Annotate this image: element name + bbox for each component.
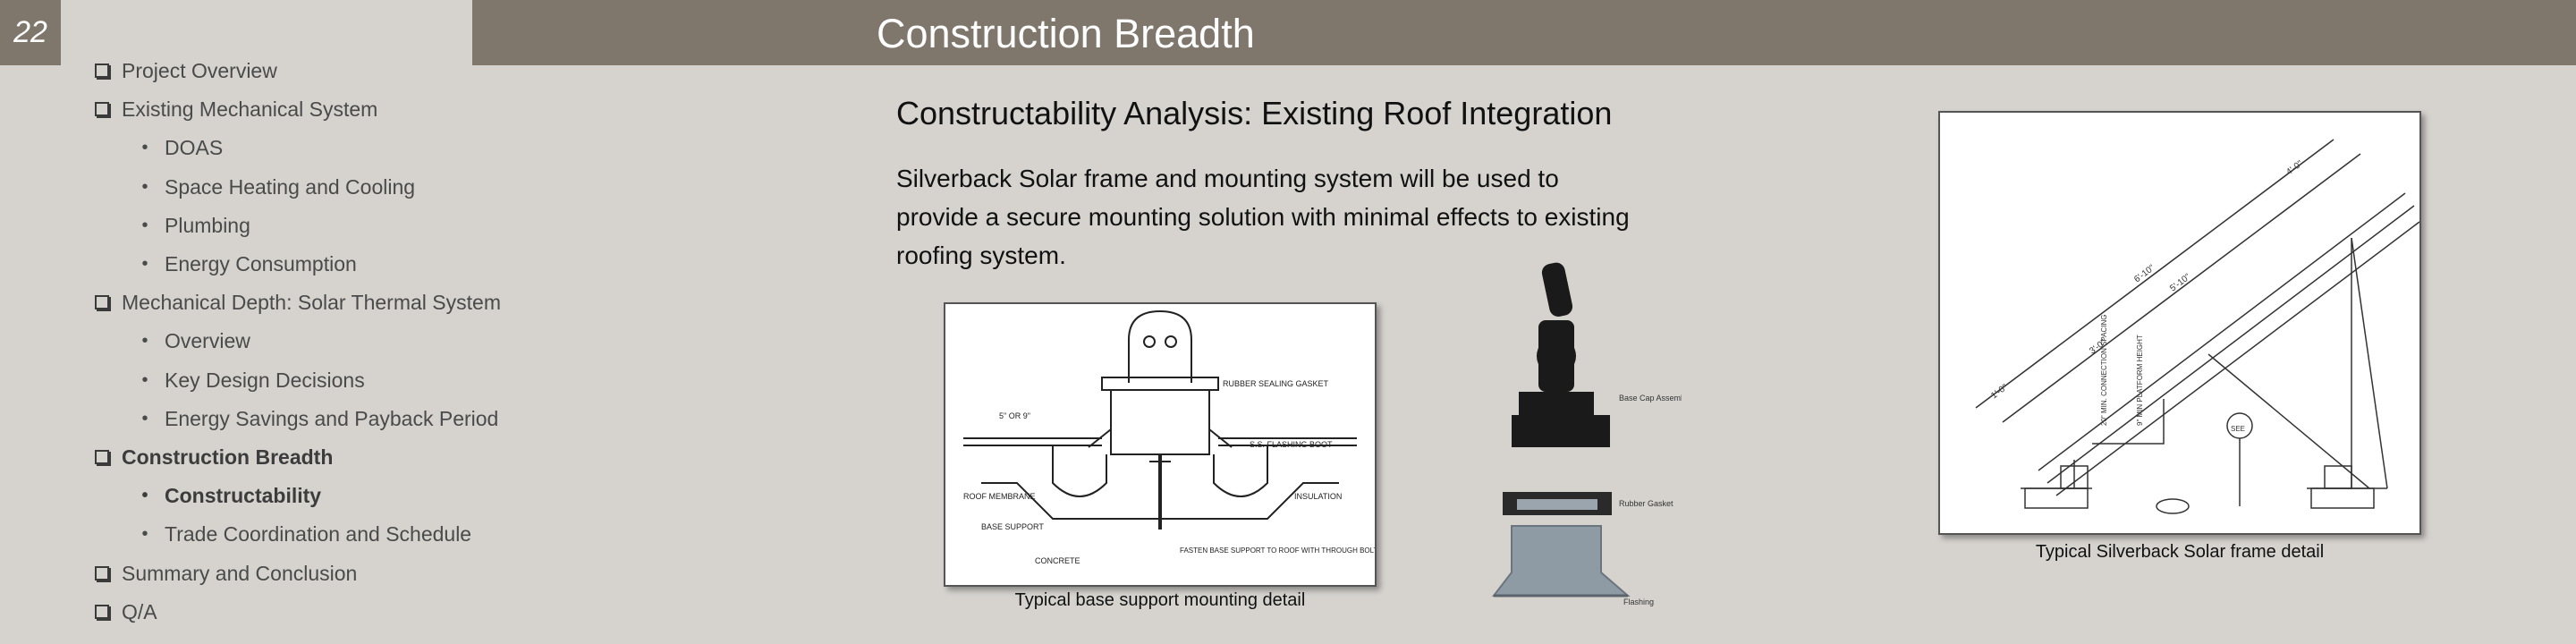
solar-frame-caption: Typical Silverback Solar frame detail	[2035, 542, 2325, 562]
checkbox-bullet-icon	[92, 560, 112, 587]
nav-item-label: Mechanical Depth: Solar Thermal System	[122, 291, 501, 315]
note-platform: 9" MIN PLATFORM HEIGHT	[2136, 335, 2144, 426]
nav-item[interactable]: Q/A	[95, 598, 157, 625]
dot-bullet-icon: •	[141, 254, 148, 274]
mounting-hardware-drawing: Base Cap Assembly Rubber Gasket Flashing	[1491, 262, 1691, 606]
nav-item-label: Summary and Conclusion	[122, 561, 358, 585]
base-support-caption: Typical base support mounting detail	[1014, 590, 1306, 610]
dot-bullet-icon: •	[141, 331, 148, 352]
nav-item[interactable]: Existing Mechanical System	[95, 96, 378, 123]
tag-see: SEE	[2231, 425, 2245, 433]
checkbox-bullet-icon	[92, 57, 112, 84]
label-gasket: RUBBER SEALING GASKET	[1223, 379, 1329, 388]
nav-item[interactable]: • DOAS	[141, 134, 224, 161]
nav-item[interactable]: • Key Design Decisions	[141, 367, 365, 394]
nav-item[interactable]: • Trade Coordination and Schedule	[141, 521, 472, 547]
section-subtitle: Constructability Analysis: Existing Roof…	[896, 95, 1613, 131]
nav-item-label: DOAS	[165, 136, 224, 160]
dot-bullet-icon: •	[141, 524, 148, 545]
dot-bullet-icon: •	[141, 369, 148, 390]
solar-frame-detail-figure: 6'-10" 5'-10" 3'-0" 4'-0" 1'-0" 20" MIN.…	[1938, 111, 2421, 535]
label-flashing: Flashing	[1623, 597, 1654, 606]
header-bar	[472, 0, 2576, 65]
nav-item-label: Constructability	[165, 484, 322, 508]
nav-item-label: Energy Consumption	[165, 252, 357, 275]
nav-item-label: Existing Mechanical System	[122, 97, 378, 122]
nav-item-label: Q/A	[122, 599, 157, 623]
nav-item-label: Overview	[165, 329, 250, 353]
nav-item[interactable]: Mechanical Depth: Solar Thermal System	[95, 289, 501, 316]
nav-item[interactable]: • Space Heating and Cooling	[141, 174, 416, 200]
checkbox-bullet-icon	[92, 289, 112, 316]
dot-bullet-icon: •	[141, 486, 148, 506]
dot-bullet-icon: •	[141, 138, 148, 158]
nav-item-label: Space Heating and Cooling	[165, 174, 416, 199]
dot-bullet-icon: •	[141, 408, 148, 428]
dot-bullet-icon: •	[141, 176, 148, 197]
checkbox-bullet-icon	[92, 96, 112, 123]
label-insulation: INSULATION	[1294, 492, 1342, 501]
base-support-detail-figure: RUBBER SEALING GASKET 5" OR 9" S.S. FLAS…	[944, 302, 1552, 587]
nav-item-label: Trade Coordination and Schedule	[165, 522, 472, 547]
label-fasten: FASTEN BASE SUPPORT TO ROOF WITH THROUGH…	[1180, 547, 1375, 555]
slide-title: Construction Breadth	[877, 11, 1255, 56]
mounting-hardware-figure: Base Cap Assembly Rubber Gasket Flashing	[1467, 258, 1691, 615]
checkbox-bullet-icon	[92, 444, 112, 470]
note-spacing: 20" MIN. CONNECTION SPACING	[2100, 315, 2108, 426]
nav-item-label: Project Overview	[122, 59, 277, 82]
nav-item[interactable]: Project Overview	[95, 57, 277, 84]
label-height: 5" OR 9"	[999, 411, 1030, 420]
nav-item[interactable]: • Energy Savings and Payback Period	[141, 405, 499, 432]
solar-frame-drawing: 6'-10" 5'-10" 3'-0" 4'-0" 1'-0" 20" MIN.…	[1975, 139, 2420, 514]
nav-item[interactable]: • Constructability	[141, 482, 322, 509]
label-rubber-gasket: Rubber Gasket	[1619, 499, 1674, 508]
nav-item[interactable]: • Plumbing	[141, 212, 250, 239]
body-paragraph: Silverback Solar frame and mounting syst…	[896, 165, 1630, 269]
slide-number: 22	[0, 0, 61, 65]
label-base-support: BASE SUPPORT	[981, 522, 1044, 531]
checkbox-bullet-icon	[92, 598, 112, 625]
nav-item-label: Energy Savings and Payback Period	[165, 406, 499, 430]
label-boot: S.S. FLASHING BOOT	[1250, 440, 1333, 449]
base-support-drawing: RUBBER SEALING GASKET 5" OR 9" S.S. FLAS…	[963, 309, 1552, 565]
nav-item[interactable]: Construction Breadth	[95, 444, 334, 470]
nav-item-label: Construction Breadth	[122, 445, 334, 469]
nav-item[interactable]: Summary and Conclusion	[95, 560, 358, 587]
label-concrete: CONCRETE	[1035, 556, 1080, 565]
label-membrane: ROOF MEMBRANE	[963, 492, 1036, 501]
nav-item[interactable]: • Overview	[141, 327, 250, 354]
nav-item-label: Plumbing	[165, 213, 250, 237]
nav-item-label: Key Design Decisions	[165, 368, 365, 392]
dot-bullet-icon: •	[141, 215, 148, 235]
dim-4: 4'-0"	[2284, 158, 2305, 177]
label-base-cap: Base Cap Assembly	[1619, 394, 1682, 402]
nav-item[interactable]: • Energy Consumption	[141, 250, 357, 277]
